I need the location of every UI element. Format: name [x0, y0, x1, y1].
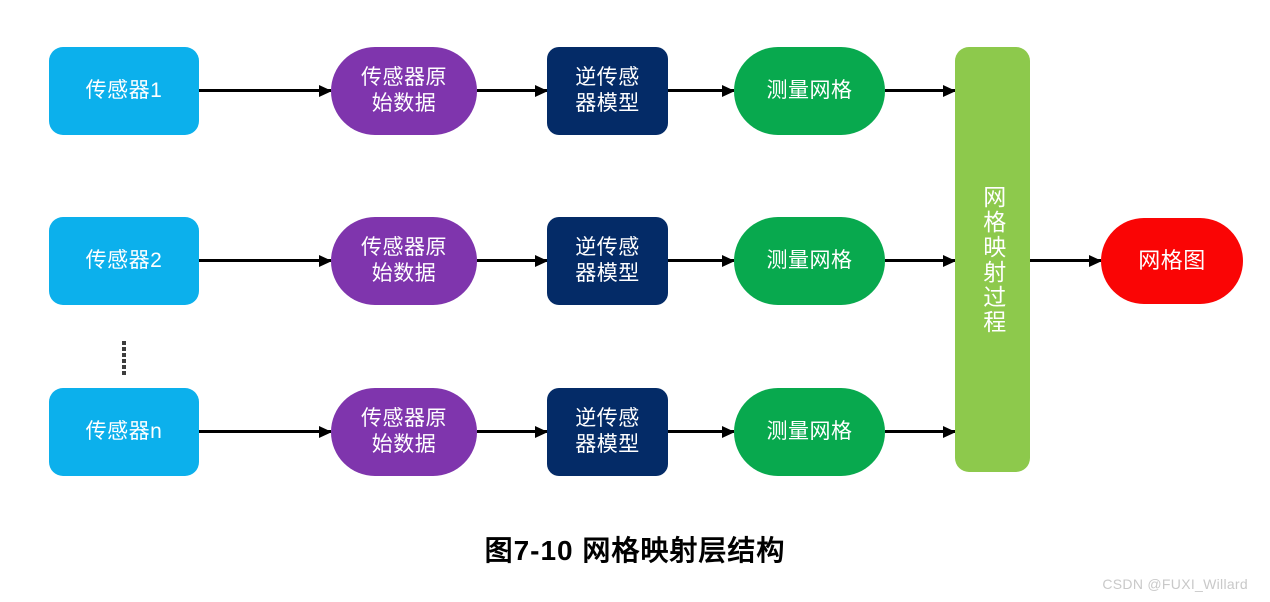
arrow-rawdata2-to-model — [477, 259, 547, 262]
node-mapping-process-label: 网格映射过程 — [979, 184, 1006, 335]
node-measurement-grid-2[interactable]: 测量网格 — [734, 217, 885, 305]
watermark: CSDN @FUXI_Willard — [1102, 576, 1248, 592]
arrow-rawdatan-to-model — [477, 430, 547, 433]
node-measurement-grid-1[interactable]: 测量网格 — [734, 47, 885, 135]
node-sensor-n[interactable]: 传感器n — [49, 388, 199, 476]
arrow-process-to-gridmap — [1030, 259, 1101, 262]
arrow-sensorn-to-rawdata — [199, 430, 331, 433]
arrow-rawdata1-to-model — [477, 89, 547, 92]
arrow-sensor1-to-rawdata — [199, 89, 331, 92]
node-raw-data-1[interactable]: 传感器原 始数据 — [331, 47, 477, 135]
arrow-gridn-to-process — [885, 430, 955, 433]
figure-caption: 图7-10 网格映射层结构 — [484, 535, 786, 566]
node-measurement-grid-n[interactable]: 测量网格 — [734, 388, 885, 476]
arrow-grid1-to-process — [885, 89, 955, 92]
node-inverse-sensor-model-n[interactable]: 逆传感 器模型 — [547, 388, 668, 476]
vertical-ellipsis-icon — [120, 341, 128, 375]
arrow-modeln-to-grid — [668, 430, 734, 433]
node-inverse-sensor-model-1[interactable]: 逆传感 器模型 — [547, 47, 668, 135]
node-raw-data-2[interactable]: 传感器原 始数据 — [331, 217, 477, 305]
node-sensor-1[interactable]: 传感器1 — [49, 47, 199, 135]
node-inverse-sensor-model-2[interactable]: 逆传感 器模型 — [547, 217, 668, 305]
arrow-sensor2-to-rawdata — [199, 259, 331, 262]
node-grid-map[interactable]: 网格图 — [1101, 218, 1243, 304]
node-sensor-2[interactable]: 传感器2 — [49, 217, 199, 305]
arrow-model2-to-grid — [668, 259, 734, 262]
node-mapping-process[interactable]: 网格映射过程 — [955, 47, 1030, 472]
arrow-model1-to-grid — [668, 89, 734, 92]
node-raw-data-n[interactable]: 传感器原 始数据 — [331, 388, 477, 476]
arrow-grid2-to-process — [885, 259, 955, 262]
